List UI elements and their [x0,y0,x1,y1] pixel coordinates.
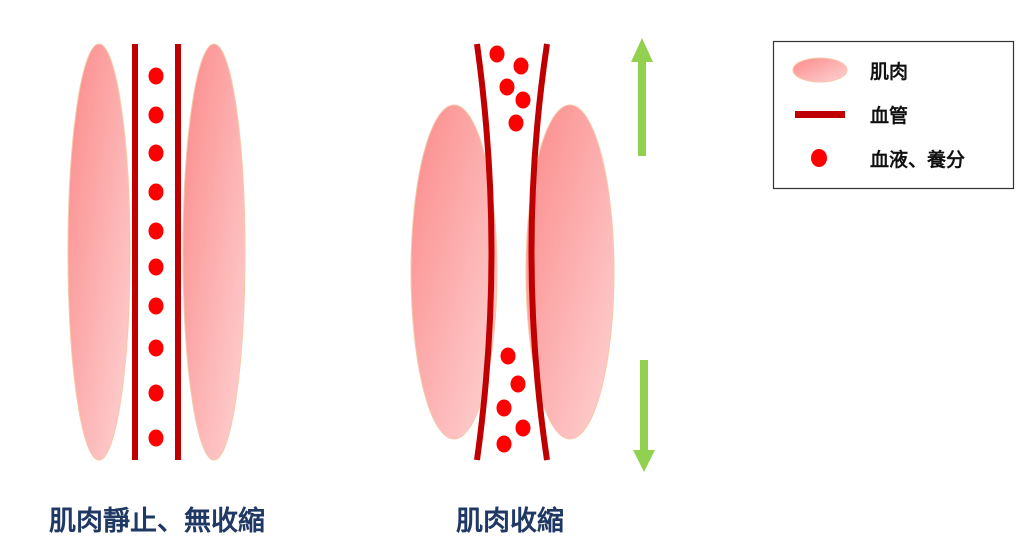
relaxed-muscle-diagram [67,43,246,461]
blood-dot [148,384,164,402]
legend-label-vessel: 血管 [870,104,908,127]
muscle-left [67,43,131,461]
arrow-down-icon [633,360,655,472]
muscle-right [182,43,246,461]
muscle-ellipse-icon [792,57,848,83]
caption-contracted: 肌肉收縮 [456,505,564,537]
muscle-left [410,104,498,440]
caption-relaxed: 肌肉靜止、無收縮 [49,505,265,537]
blood-dots [148,67,164,447]
blood-dot [496,399,512,417]
blood-dot [515,91,531,109]
blood-dot [508,114,524,132]
vessel-wall-left [474,43,495,461]
blood-dot [500,347,516,365]
blood-dot [513,57,529,75]
blood-dot [499,78,515,96]
blood-dot [148,429,164,447]
blood-dot [515,419,531,437]
blood-dot [148,339,164,357]
blood-dot [148,67,164,85]
blood-dot [148,144,164,162]
arrow-up-icon [631,38,653,156]
blood-dot [148,106,164,124]
muscle-right [525,104,615,440]
contracted-muscle-diagram [410,38,655,472]
blood-dot-icon [811,149,827,167]
legend-label-blood: 血液、養分 [870,148,965,171]
blood-dot [148,222,164,240]
blood-dot [489,45,505,63]
vessel-wall-right [528,43,550,461]
legend-label-muscle: 肌肉 [870,60,908,83]
blood-dot [148,297,164,315]
legend: 肌肉 血管 血液、養分 [772,40,1015,190]
blood-dots [489,45,531,453]
blood-dot [510,375,526,393]
blood-dot [148,183,164,201]
blood-dot [148,258,164,276]
blood-dot [496,435,512,453]
vessel-line-icon [795,111,845,118]
